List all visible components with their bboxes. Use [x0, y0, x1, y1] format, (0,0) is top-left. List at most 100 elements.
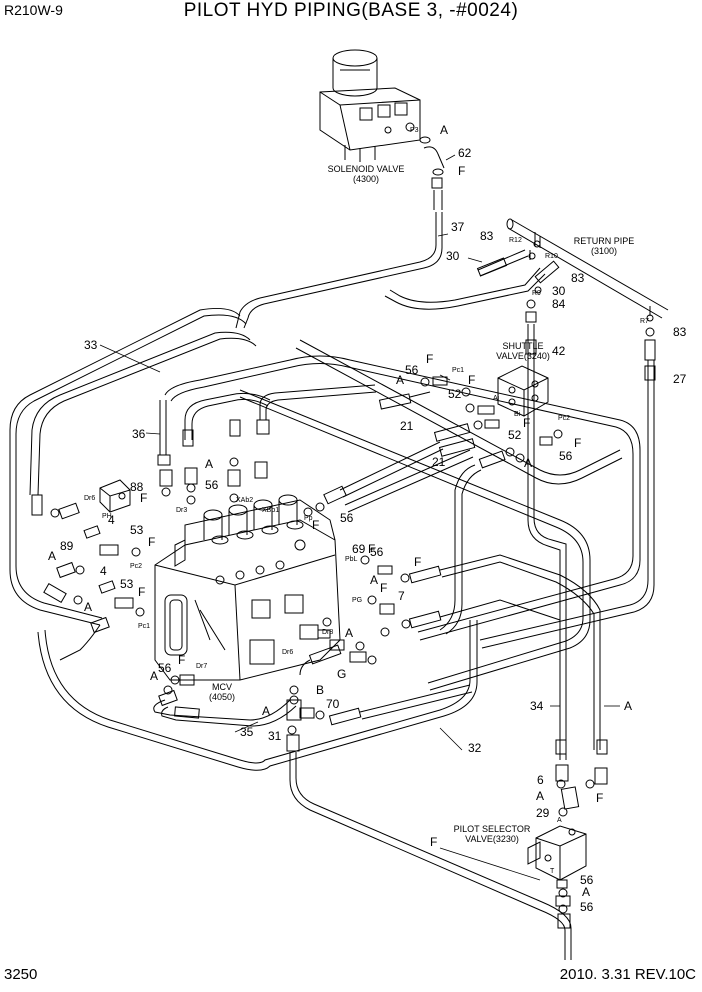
port-label: R10 — [545, 253, 558, 260]
callout: 83 — [673, 325, 687, 339]
callout: A — [440, 123, 448, 137]
callout: 53 — [120, 577, 134, 591]
callout: 29 — [536, 806, 550, 820]
callout: 52 — [508, 428, 522, 442]
callout: 53 — [130, 523, 144, 537]
callout: 27 — [673, 372, 687, 386]
callout: F — [426, 352, 433, 366]
callout: 83 — [571, 271, 585, 285]
callout: A — [205, 457, 213, 471]
callout: B — [316, 683, 324, 697]
callout: 4 — [100, 564, 107, 578]
callout: 36 — [132, 427, 146, 441]
port-label: A — [557, 817, 562, 824]
callout: F — [430, 835, 437, 849]
port-label: XBb1 — [262, 507, 279, 514]
callout: 62 — [458, 146, 472, 160]
shuttle-valve — [497, 365, 549, 417]
callout: 34 — [530, 699, 544, 713]
callout: 56 — [158, 661, 172, 675]
callout: 42 — [552, 344, 566, 358]
callout: 56 — [370, 545, 384, 559]
callout: 69 — [352, 542, 366, 556]
port-label: PH — [102, 513, 112, 520]
callout: 70 — [326, 697, 340, 711]
port-label: R7 — [640, 318, 649, 325]
callout: F — [148, 535, 155, 549]
callout: F — [178, 653, 185, 667]
port-label: R9 — [532, 290, 541, 297]
return-pipe-number: (3100) — [591, 246, 617, 256]
callout: F — [574, 436, 581, 450]
callout: 21 — [432, 455, 446, 469]
callout: 30 — [446, 249, 460, 263]
port-label: Dr7 — [196, 663, 207, 670]
callout: F — [312, 518, 319, 532]
port-label: Pc1 — [138, 623, 150, 630]
callout: 33 — [84, 338, 98, 352]
pilot-selector-valve — [527, 764, 608, 929]
callout: F — [414, 555, 421, 569]
port-label: Pp — [304, 515, 313, 522]
solenoid-valve — [319, 49, 421, 162]
callout: F — [596, 791, 603, 805]
callout: G — [337, 667, 346, 681]
callout: 21 — [400, 419, 414, 433]
port-label: Dr6 — [84, 495, 95, 502]
callout: 32 — [468, 741, 482, 755]
callout: 89 — [60, 539, 74, 553]
callout: A — [84, 600, 92, 614]
callout: A — [536, 789, 544, 803]
callout: 56 — [340, 511, 354, 525]
callout: 35 — [240, 725, 254, 739]
solenoid-valve-number: (4300) — [353, 174, 379, 184]
callout: A — [524, 456, 532, 470]
callout: 4 — [108, 513, 115, 527]
callout: F — [380, 581, 387, 595]
callout: A — [150, 669, 158, 683]
callout: 31 — [268, 729, 282, 743]
port-label: XAb2 — [236, 497, 253, 504]
solenoid-valve-label: SOLENOID VALVE — [328, 164, 405, 174]
shuttle-valve-number: VALVE(3240) — [496, 351, 550, 361]
callout: A — [48, 549, 56, 563]
callout: 30 — [552, 284, 566, 298]
model-number: R210W-9 — [4, 2, 63, 18]
callout: 56 — [205, 478, 219, 492]
port-label: Dr6 — [282, 649, 293, 656]
port-label: PG — [352, 597, 362, 604]
shuttle-valve-label: SHUTTLE — [502, 341, 543, 351]
port-label: PbL — [345, 556, 358, 563]
return-pipe-label: RETURN PIPE — [574, 236, 635, 246]
revision-date: 2010. 3.31 REV.10C — [559, 966, 696, 983]
callout: A — [396, 373, 404, 387]
port-label: Dr8 — [322, 629, 333, 636]
callout: F — [523, 416, 530, 430]
port-label: Dr3 — [176, 507, 187, 514]
mcv-number: (4050) — [209, 692, 235, 702]
callout: F — [468, 373, 475, 387]
port-label: Ai — [493, 395, 500, 402]
pilot-selector-number: VALVE(3230) — [465, 834, 519, 844]
callout: 37 — [451, 220, 465, 234]
port-label: R12 — [509, 237, 522, 244]
callout: 56 — [405, 363, 419, 377]
callout: A — [370, 573, 378, 587]
page-title: PILOT HYD PIPING(BASE 3, -#0024) — [183, 0, 519, 21]
port-label: T — [550, 868, 555, 875]
page-number: 3250 — [4, 966, 38, 983]
port-label: P3 — [410, 127, 419, 134]
callout: 56 — [580, 900, 594, 914]
callout: A — [262, 704, 270, 718]
callout: F — [368, 542, 375, 556]
callout: A — [345, 626, 353, 640]
port-label: Pc2 — [558, 415, 570, 422]
callout: F — [458, 164, 465, 178]
callout: 6 — [537, 773, 544, 787]
port-label: Pc2 — [130, 563, 142, 570]
callout: 7 — [398, 589, 405, 603]
callout: F — [140, 491, 147, 505]
callout: 56 — [559, 449, 573, 463]
callout: F — [138, 585, 145, 599]
